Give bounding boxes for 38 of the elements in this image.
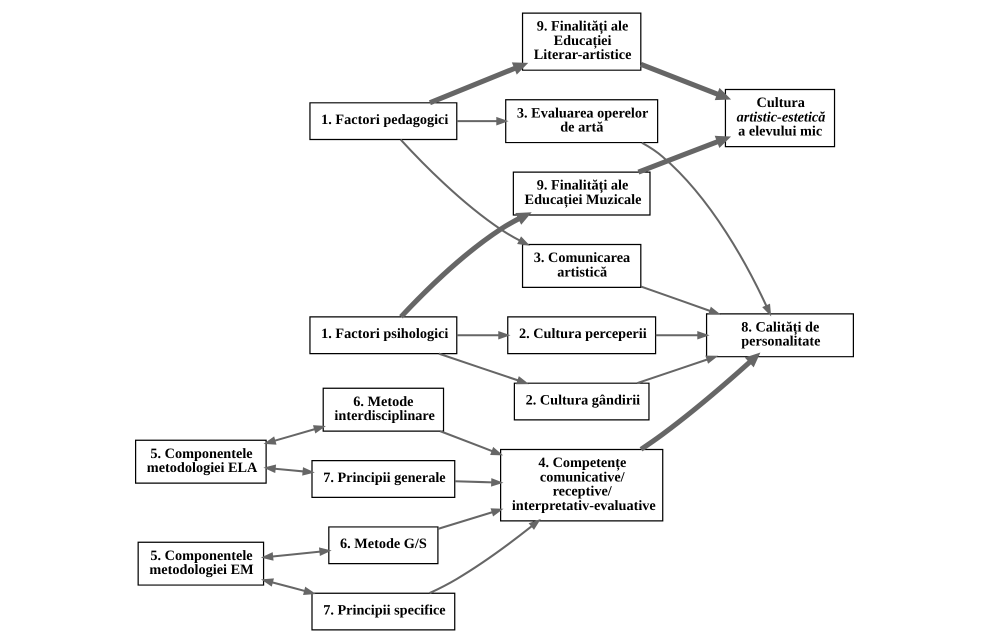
node-box: 3. Comunicarea artistică <box>522 243 642 288</box>
node-box: 2. Cultura perceperii <box>507 316 656 354</box>
node-box: 2. Cultura gândirii <box>514 382 650 420</box>
arrow <box>640 61 732 100</box>
node-box: 7. Principii generale <box>311 460 456 498</box>
arrow <box>438 352 530 384</box>
arrow <box>261 578 316 594</box>
arrow <box>640 352 760 451</box>
node-box: 5. Componentele metodologiei ELA <box>135 439 267 484</box>
arrow <box>400 138 530 246</box>
node-box: Cultura artistic-estetică a elevului mic <box>724 88 836 147</box>
arrow <box>640 285 722 314</box>
arrow <box>440 430 504 455</box>
arrow <box>428 62 528 105</box>
arrow <box>263 464 315 476</box>
node-box: 8. Calități de personalitate <box>706 312 854 357</box>
arrow <box>454 478 504 486</box>
node-box: 6. Metode interdisciplinare <box>322 387 444 432</box>
node-box: 6. Metode G/S <box>328 526 439 564</box>
arrow <box>656 330 710 340</box>
node-box: 4. Competențe comunicative/ receptive/ interpretativ-evaluative <box>500 448 664 521</box>
node-box: 9. Finalități ale Educației Muzicale <box>512 171 651 216</box>
arrow <box>399 212 532 318</box>
arrow <box>264 424 326 444</box>
arrow <box>456 116 509 125</box>
node-box: 3. Evaluarea operelor de artă <box>505 98 658 143</box>
arrow <box>456 330 511 340</box>
arrow <box>438 508 504 530</box>
arrow <box>260 546 332 560</box>
node-box: 1. Factori pedagogici <box>309 102 458 140</box>
arrow <box>641 141 772 316</box>
node-box: 7. Principii specifice <box>311 592 456 630</box>
arrow <box>636 355 718 384</box>
arrow <box>638 135 732 174</box>
node-box: 5. Componentele metodologiei EM <box>138 541 264 586</box>
node-box: 1. Factori psihologici <box>309 316 458 354</box>
arrow <box>429 518 541 594</box>
node-box: 9. Finalități ale Educației Literar-artistice <box>522 12 642 70</box>
